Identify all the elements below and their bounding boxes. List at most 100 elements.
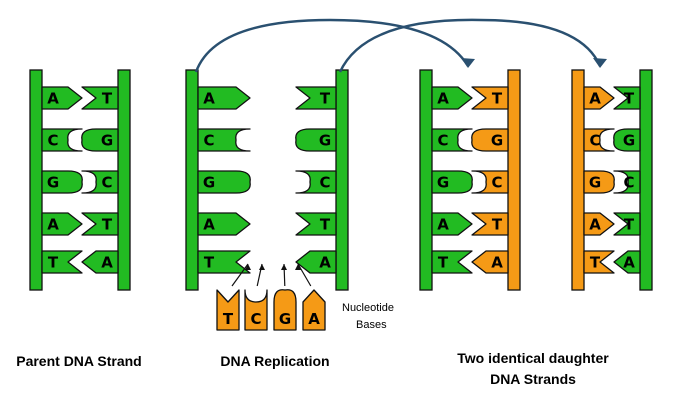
replication-left-base-1-letter: A — [203, 90, 215, 108]
daughter1-base-right-4-letter: T — [492, 216, 503, 234]
parent-base-left-1: A — [41, 86, 83, 110]
daughter2-base-left-5-letter: T — [590, 254, 601, 272]
replication-left-base-2: C — [197, 128, 251, 152]
parent-base-right-2: G — [81, 128, 119, 152]
parent-base-right-1-letter: T — [102, 90, 113, 108]
daughter1-base-right-3-letter: C — [491, 174, 502, 192]
parent-base-right-3-shape — [81, 170, 119, 194]
free-nucleotide-1: T — [216, 263, 251, 331]
parent-base-left-5: T — [41, 250, 83, 274]
parent-base-right-5: A — [81, 250, 119, 274]
arrow-to-daughter-1-head — [461, 58, 475, 68]
parent-base-right-3: C — [81, 170, 119, 194]
daughter2-base-right-5: A — [613, 250, 641, 274]
daughter1-base-right-4: T — [471, 212, 509, 236]
daughter2-base-left-5: T — [583, 250, 615, 274]
free-nucleotide-3-shape — [273, 289, 297, 331]
daughter-caption-line2: DNA Strands — [490, 371, 576, 387]
daughter1-base-right-5: A — [471, 250, 509, 274]
nucleotide-label-line1: Nucleotide — [342, 302, 394, 314]
daughter2-base-left-4-letter: A — [589, 216, 601, 234]
daughter2-base-right-2-shape — [613, 128, 641, 152]
parent-base-left-3-shape — [41, 170, 83, 194]
replication-right-base-1: T — [295, 86, 337, 110]
daughter1-base-left-3-shape — [431, 170, 473, 194]
replication-left-base-4-shape — [197, 212, 251, 236]
parent-base-left-4-letter: A — [47, 216, 59, 234]
parent-left-backbone — [29, 69, 43, 291]
daughter1-left-backbone — [419, 69, 433, 291]
replication-left-base-3: G — [197, 170, 251, 194]
parent-base-right-4: T — [81, 212, 119, 236]
daughter1-base-right-4-shape — [471, 212, 509, 236]
daughter2-base-right-4: T — [613, 212, 641, 236]
parent-base-right-3-letter: C — [101, 174, 112, 192]
replication-caption: DNA Replication — [220, 353, 329, 369]
free-nucleotide-2-shape — [244, 289, 268, 331]
parent-strand-caption: Parent DNA Strand — [16, 353, 142, 369]
daughter1-base-left-5: T — [431, 250, 473, 274]
daughter2-base-left-2-letter: C — [589, 132, 600, 150]
parent-base-left-4-shape — [41, 212, 83, 236]
daughter1-base-left-1-shape — [431, 86, 473, 110]
parent-base-right-2-shape — [81, 128, 119, 152]
parent-base-left-2-shape — [41, 128, 83, 152]
replication-left-base-5-letter: T — [204, 254, 215, 272]
daughter2-base-left-2: C — [583, 128, 615, 152]
parent-base-right-4-letter: T — [102, 216, 113, 234]
arrow-to-daughter-1 — [194, 18, 470, 73]
daughter1-base-right-5-letter: A — [491, 254, 503, 272]
replication-right-base-5-shape — [295, 250, 337, 274]
daughter1-base-right-1-letter: T — [492, 90, 503, 108]
daughter2-base-right-3-letter: C — [623, 174, 634, 192]
daughter1-base-right-2-letter: G — [491, 132, 503, 150]
daughter1-base-left-1-letter: A — [437, 90, 449, 108]
daughter1-base-left-4: A — [431, 212, 473, 236]
daughter2-base-right-1: T — [613, 86, 641, 110]
free-nucleotide-4-arrowhead — [295, 264, 301, 270]
daughter2-base-left-1-letter: A — [589, 90, 601, 108]
daughter1-base-right-1-shape — [471, 86, 509, 110]
parent-base-left-5-letter: T — [48, 254, 59, 272]
daughter2-base-right-3: C — [613, 170, 641, 194]
replication-right-base-3-shape — [295, 170, 337, 194]
parent-base-right-1: T — [81, 86, 119, 110]
replication-right-base-4: T — [295, 212, 337, 236]
daughter1-base-left-5-shape — [431, 250, 473, 274]
transfer-arrows — [194, 18, 607, 73]
daughter2-base-left-1: A — [583, 86, 615, 110]
daughter2-base-right-2-letter: G — [623, 132, 635, 150]
parent-base-left-3-letter: G — [47, 174, 59, 192]
daughter2-base-right-4-letter: T — [624, 216, 635, 234]
parent-base-right-5-shape — [81, 250, 119, 274]
replication-left-base-2-shape — [197, 128, 251, 152]
replication-left-backbone — [185, 69, 199, 291]
replication-right-base-1-shape — [295, 86, 337, 110]
daughter2-base-right-5-letter: A — [623, 254, 635, 272]
daughter1-base-left-2: C — [431, 128, 473, 152]
daughter1-base-left-1: A — [431, 86, 473, 110]
replication-right-base-1-letter: T — [320, 90, 331, 108]
replication-right-base-3-letter: C — [319, 174, 330, 192]
daughter2-base-left-4: A — [583, 212, 615, 236]
replication-left-base-5: T — [197, 250, 251, 274]
parent-base-right-2-letter: G — [101, 132, 113, 150]
free-nucleotide-2-letter: C — [250, 310, 261, 328]
replication-left-base-2-letter: C — [203, 132, 214, 150]
parent-base-left-2-letter: C — [47, 132, 58, 150]
parent-base-left-1-letter: A — [47, 90, 59, 108]
daughter1-base-right-2: G — [471, 128, 509, 152]
parent-base-left-5-shape — [41, 250, 83, 274]
replication-left-base-3-shape — [197, 170, 251, 194]
daughter1-base-left-3: G — [431, 170, 473, 194]
replication-left-base-4: A — [197, 212, 251, 236]
replication-right-base-4-letter: T — [320, 216, 331, 234]
replication-right-base-2-letter: G — [319, 132, 331, 150]
free-nucleotide-1-arrow — [231, 263, 249, 287]
